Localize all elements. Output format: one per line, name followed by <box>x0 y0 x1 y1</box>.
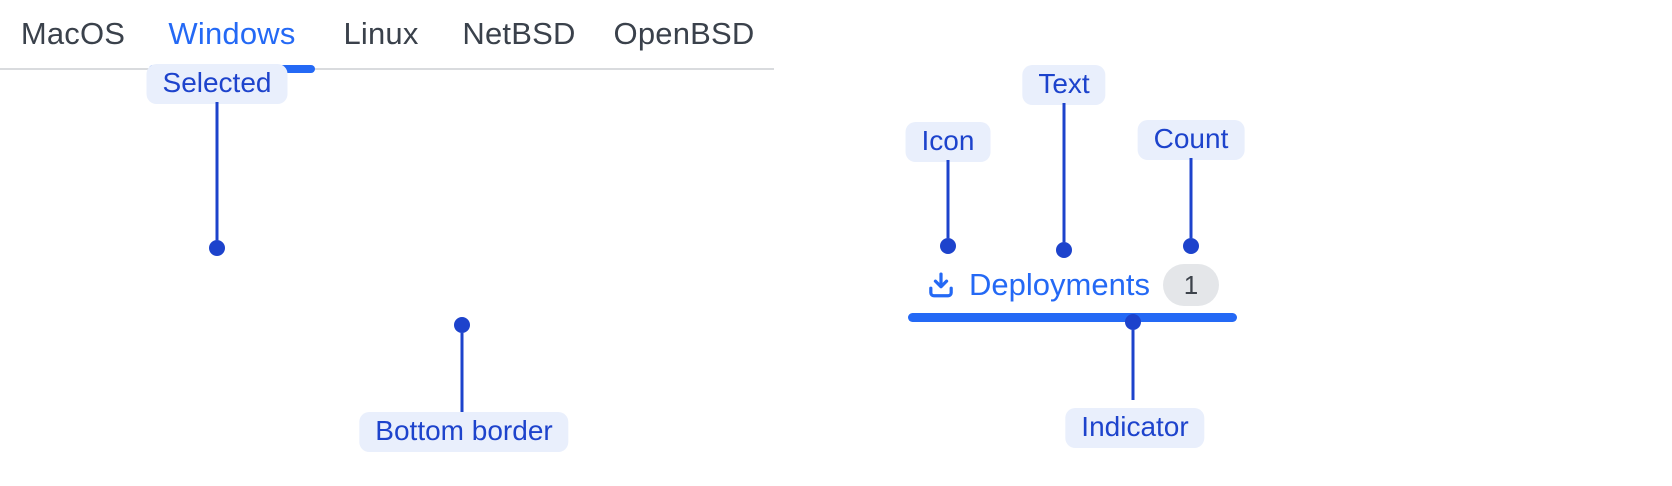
annotation-text-line <box>1062 103 1066 242</box>
annotation-indicator-dot <box>1125 314 1141 330</box>
download-icon <box>929 272 953 298</box>
annotation-indicator-line <box>1131 330 1135 400</box>
annotation-text-label: Text <box>1022 65 1106 105</box>
tab-label: Windows <box>168 16 296 51</box>
annotation-text-dot <box>1056 242 1072 258</box>
tab-label: Linux <box>343 16 419 51</box>
tab-label: NetBSD <box>462 16 576 51</box>
tab-label: OpenBSD <box>613 16 755 51</box>
annotation-count-line <box>1189 158 1193 238</box>
tab-macos[interactable]: MacOS <box>0 0 146 68</box>
annotation-bottom-border-label: Bottom border <box>359 412 569 452</box>
annotation-bottom-border-line <box>460 333 464 412</box>
selected-tab-indicator <box>908 313 1237 322</box>
annotation-icon-line <box>946 160 950 238</box>
annotation-icon-label: Icon <box>905 122 991 162</box>
annotation-count-dot <box>1183 238 1199 254</box>
tab-deployments[interactable]: Deployments 1 <box>908 248 1237 322</box>
tab-windows[interactable]: Windows <box>146 0 318 73</box>
annotation-selected-dot <box>209 240 225 256</box>
annotation-indicator-label: Indicator <box>1065 408 1205 448</box>
tab-netbsd[interactable]: NetBSD <box>444 0 594 68</box>
tab-label: Deployments <box>969 267 1150 302</box>
annotation-selected-label: Selected <box>146 64 288 104</box>
annotation-count-label: Count <box>1137 120 1245 160</box>
tab-openbsd[interactable]: OpenBSD <box>594 0 774 68</box>
annotation-icon-dot <box>940 238 956 254</box>
annotation-bottom-border-dot <box>454 317 470 333</box>
tab-linux[interactable]: Linux <box>318 0 444 68</box>
tab-label: MacOS <box>20 16 126 51</box>
annotation-selected-line <box>215 102 219 240</box>
os-tab-bar: MacOS Windows Linux NetBSD OpenBSD <box>0 0 774 73</box>
count-badge: 1 <box>1162 264 1219 306</box>
